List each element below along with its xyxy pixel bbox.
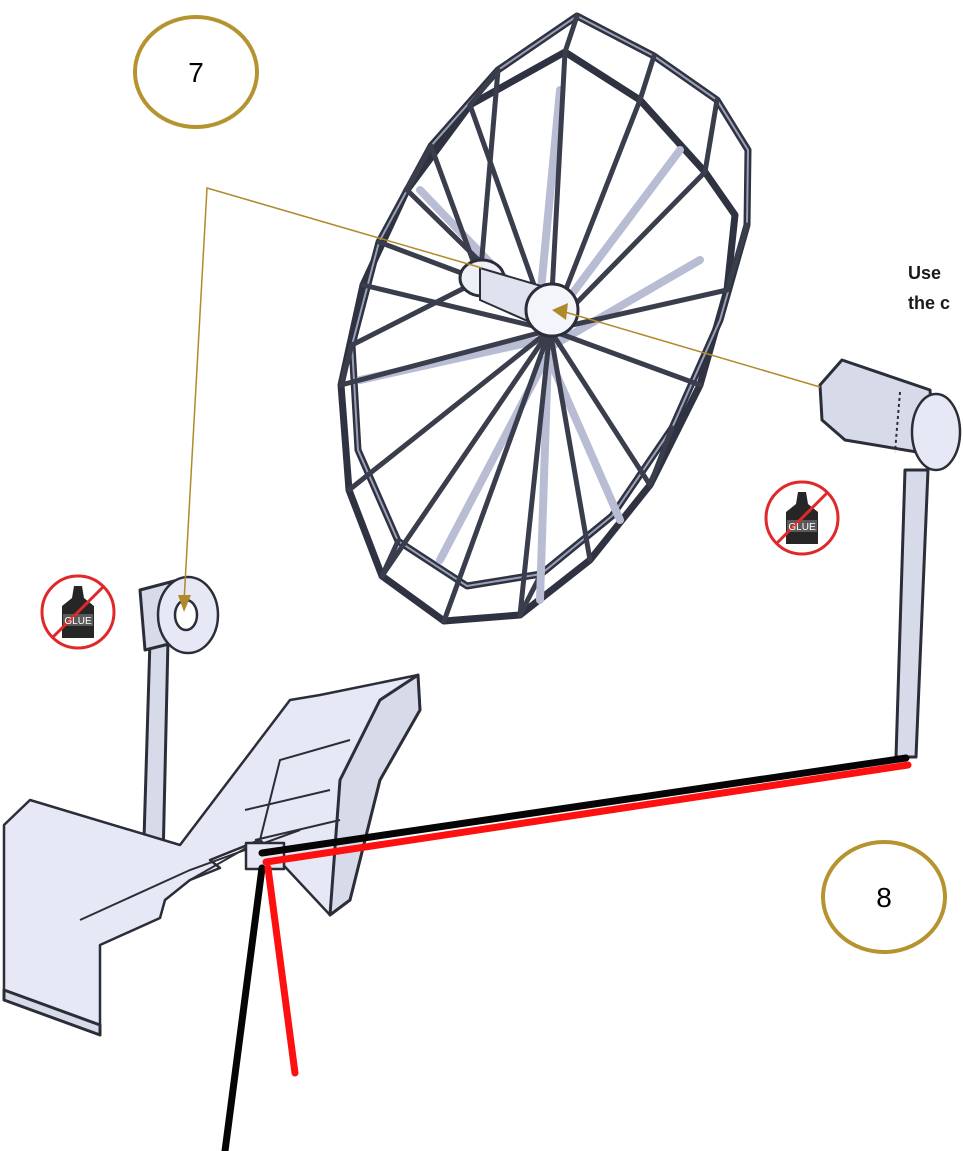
step-number: 8 [876, 882, 892, 913]
step-circle [133, 15, 259, 129]
leader-lines [178, 187, 821, 612]
arrow-head-axle [552, 303, 568, 320]
wires [221, 754, 912, 1151]
step-7-marker: 7 [133, 15, 259, 129]
wire-black-long [258, 754, 910, 857]
wheel-hub [458, 258, 580, 338]
right-support [818, 358, 962, 759]
step-number: 7 [188, 57, 204, 88]
note-line-1: Use [908, 263, 942, 283]
instruction-note: Use the c [908, 258, 950, 318]
ferris-wheel [337, 12, 752, 625]
step-circle [821, 840, 947, 954]
wheel-spokes [338, 49, 730, 624]
leader-line-step8 [564, 311, 821, 388]
no-glue-icon: GLUE [764, 480, 840, 556]
no-glue-icon: GLUE [40, 574, 116, 650]
wire-red-drop [264, 864, 299, 1077]
arrow-head-ring [178, 595, 191, 612]
wire-red-long [262, 761, 912, 866]
note-line-2: the c [908, 293, 951, 313]
step-8-marker: 8 [821, 840, 947, 954]
base-platform [2, 673, 422, 1037]
svg-text:GLUE: GLUE [788, 522, 816, 533]
svg-text:GLUE: GLUE [64, 616, 92, 627]
leader-line-step7 [183, 187, 483, 603]
wire-black-drop [221, 864, 266, 1151]
